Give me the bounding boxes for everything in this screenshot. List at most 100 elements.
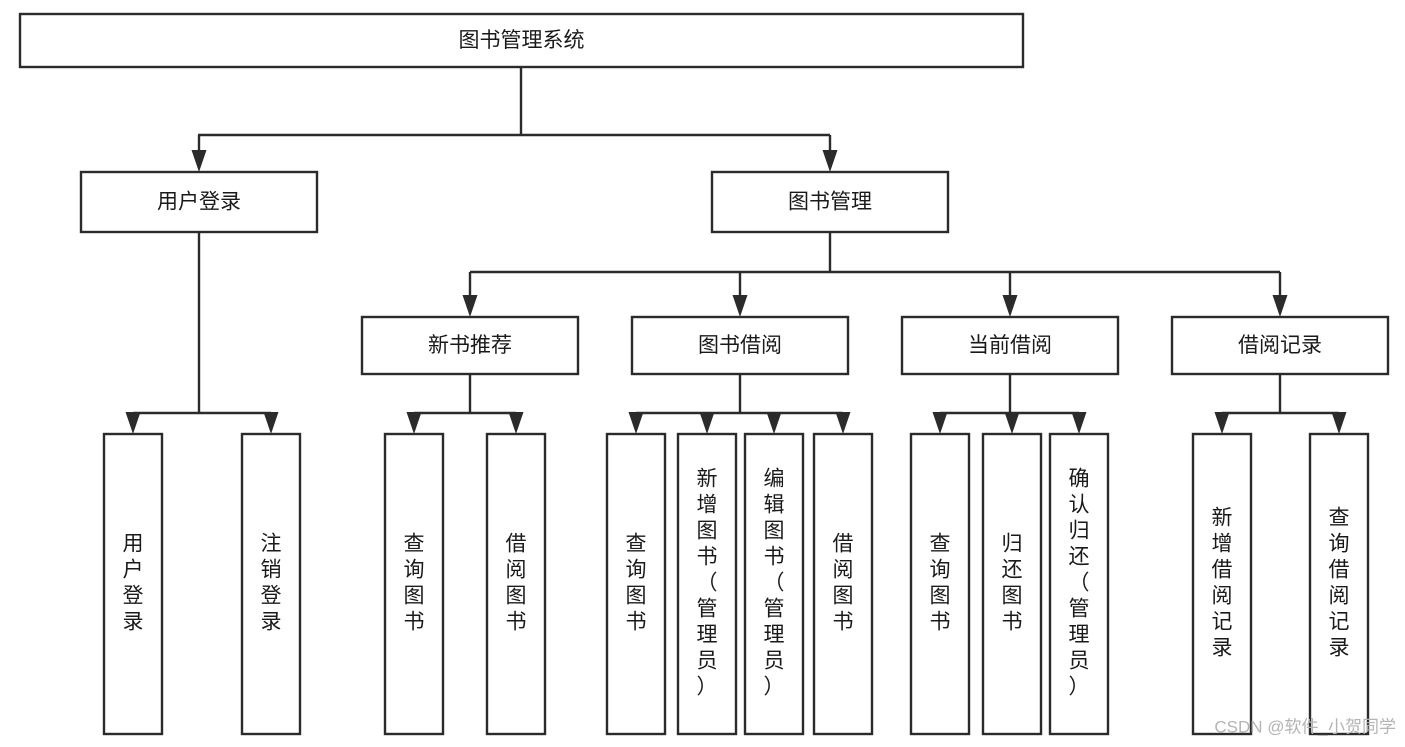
node-box[interactable] [605,432,667,736]
node-label: 图书借阅 [698,334,782,357]
connector-group-bus-borrow-record [1222,374,1339,415]
node-label-char: 理 [1069,624,1090,647]
node-label-char: 图 [833,585,854,608]
node-label-char: 书 [930,611,951,634]
node-box[interactable] [102,432,164,736]
arrow-head-icon [1004,412,1020,434]
edge-user-login-to-leaf-user-login [125,412,141,434]
node-box[interactable] [18,12,1025,69]
edge-borrow-record-to-leaf-add-borrow-record [1214,412,1230,434]
arrow-head-icon [125,412,141,434]
node-label-char: 注 [261,533,282,556]
node-label-char: 询 [626,559,647,582]
node-book-borrow[interactable]: 图书借阅 [630,315,850,376]
node-box[interactable] [900,315,1120,376]
node-label: 图书管理 [788,191,872,214]
node-leaf-query-book-borrow[interactable]: 查询图书查询图书 [605,432,667,736]
node-leaf-add-borrow-record[interactable]: 新增借阅记录新增借阅记录 [1191,432,1253,736]
node-leaf-borrow-book-recommend[interactable]: 借阅图书借阅图书 [485,432,547,736]
node-label-char: 管 [1069,598,1090,621]
node-box[interactable] [79,170,319,234]
node-root[interactable]: 图书管理系统 [18,12,1025,69]
node-book-management[interactable]: 图书管理 [710,170,950,234]
node-leaf-query-book-current[interactable]: 查询图书查询图书 [909,432,971,736]
node-box[interactable] [1191,432,1253,736]
node-label-char: 理 [764,624,785,647]
node-leaf-borrow-book[interactable]: 借阅图书借阅图书 [812,432,874,736]
node-label-char: 查 [930,533,951,556]
node-label-char: ） [764,676,785,699]
node-leaf-query-borrow-record[interactable]: 查询借阅记录查询借阅记录 [1308,432,1370,736]
edge-current-borrow-to-leaf-query-book-current [932,412,948,434]
node-label-char: 录 [1329,637,1350,660]
node-label-char: 书 [506,611,527,634]
arrow-head-icon [191,150,207,172]
node-label-char: 图 [764,520,785,543]
node-box[interactable] [981,432,1043,736]
node-borrow-record[interactable]: 借阅记录 [1170,315,1390,376]
edge-current-borrow-to-leaf-return-book [1004,412,1020,434]
node-label: 当前借阅 [968,334,1052,357]
arrow-head-icon [1331,412,1347,434]
node-label-char: 记 [1329,611,1350,634]
node-box[interactable] [676,432,738,736]
node-label-char: 阅 [506,559,527,582]
node-label-char: 记 [1212,611,1233,634]
node-leaf-user-login[interactable]: 用户登录用户登录 [102,432,164,736]
edge-book-borrow-to-leaf-add-book-admin [699,412,715,434]
node-leaf-logout-login[interactable]: 注销登录注销登录 [240,432,302,736]
node-box[interactable] [1170,315,1390,376]
node-current-borrow[interactable]: 当前借阅 [900,315,1120,376]
connector-group-bus-book-borrow [636,374,843,415]
edge-user-login-to-leaf-logout-login [263,412,279,434]
arrow-head-icon [462,295,478,317]
node-label-char: 借 [833,533,854,556]
node-box[interactable] [383,432,445,736]
connector-group-bus-book-management [470,232,1280,274]
node-box[interactable] [812,432,874,736]
node-label: 用户登录 [157,191,241,214]
edge-book-management-to-book-borrow [732,272,748,317]
node-box[interactable] [1048,432,1110,736]
node-box[interactable] [630,315,850,376]
node-label-char: 管 [697,598,718,621]
connector-group-bus-root [198,67,830,137]
node-box[interactable] [710,170,950,234]
node-label-char: 编 [764,468,785,491]
arrow-head-icon [932,412,948,434]
node-leaf-return-book[interactable]: 归还图书归还图书 [981,432,1043,736]
node-layer: 图书管理系统用户登录图书管理新书推荐图书借阅当前借阅借阅记录用户登录用户登录注销… [18,12,1390,736]
connector-group-bus-new-book-recommend [414,374,516,415]
arrow-head-icon [699,412,715,434]
node-box[interactable] [1308,432,1370,736]
node-user-login[interactable]: 用户登录 [79,170,319,234]
node-label-char: 录 [261,611,282,634]
edge-book-borrow-to-leaf-query-book-borrow [628,412,644,434]
csdn-watermark: CSDN @软件_小贺同学 [1214,717,1396,736]
node-leaf-query-book-recommend[interactable]: 查询图书查询图书 [383,432,445,736]
node-label-char: （ [764,572,785,595]
node-label-char: 图 [697,520,718,543]
node-label-char: 图 [404,585,425,608]
node-label: 图书管理系统 [459,29,585,52]
node-new-book-recommend[interactable]: 新书推荐 [360,315,580,376]
edge-book-borrow-to-leaf-edit-book-admin [766,412,782,434]
node-label-char: 用 [123,533,144,556]
node-box[interactable] [743,432,805,736]
node-label-char: 确 [1069,468,1090,491]
node-label-char: 登 [261,585,282,608]
node-box[interactable] [360,315,580,376]
node-label-char: 阅 [833,559,854,582]
arrow-head-icon [1071,412,1087,434]
node-label-char: 借 [1329,559,1350,582]
edge-book-management-to-new-book-recommend [462,272,478,317]
node-box[interactable] [485,432,547,736]
node-box[interactable] [240,432,302,736]
node-box[interactable] [909,432,971,736]
node-label-char: 询 [1329,533,1350,556]
node-label-char: 辑 [764,494,785,517]
